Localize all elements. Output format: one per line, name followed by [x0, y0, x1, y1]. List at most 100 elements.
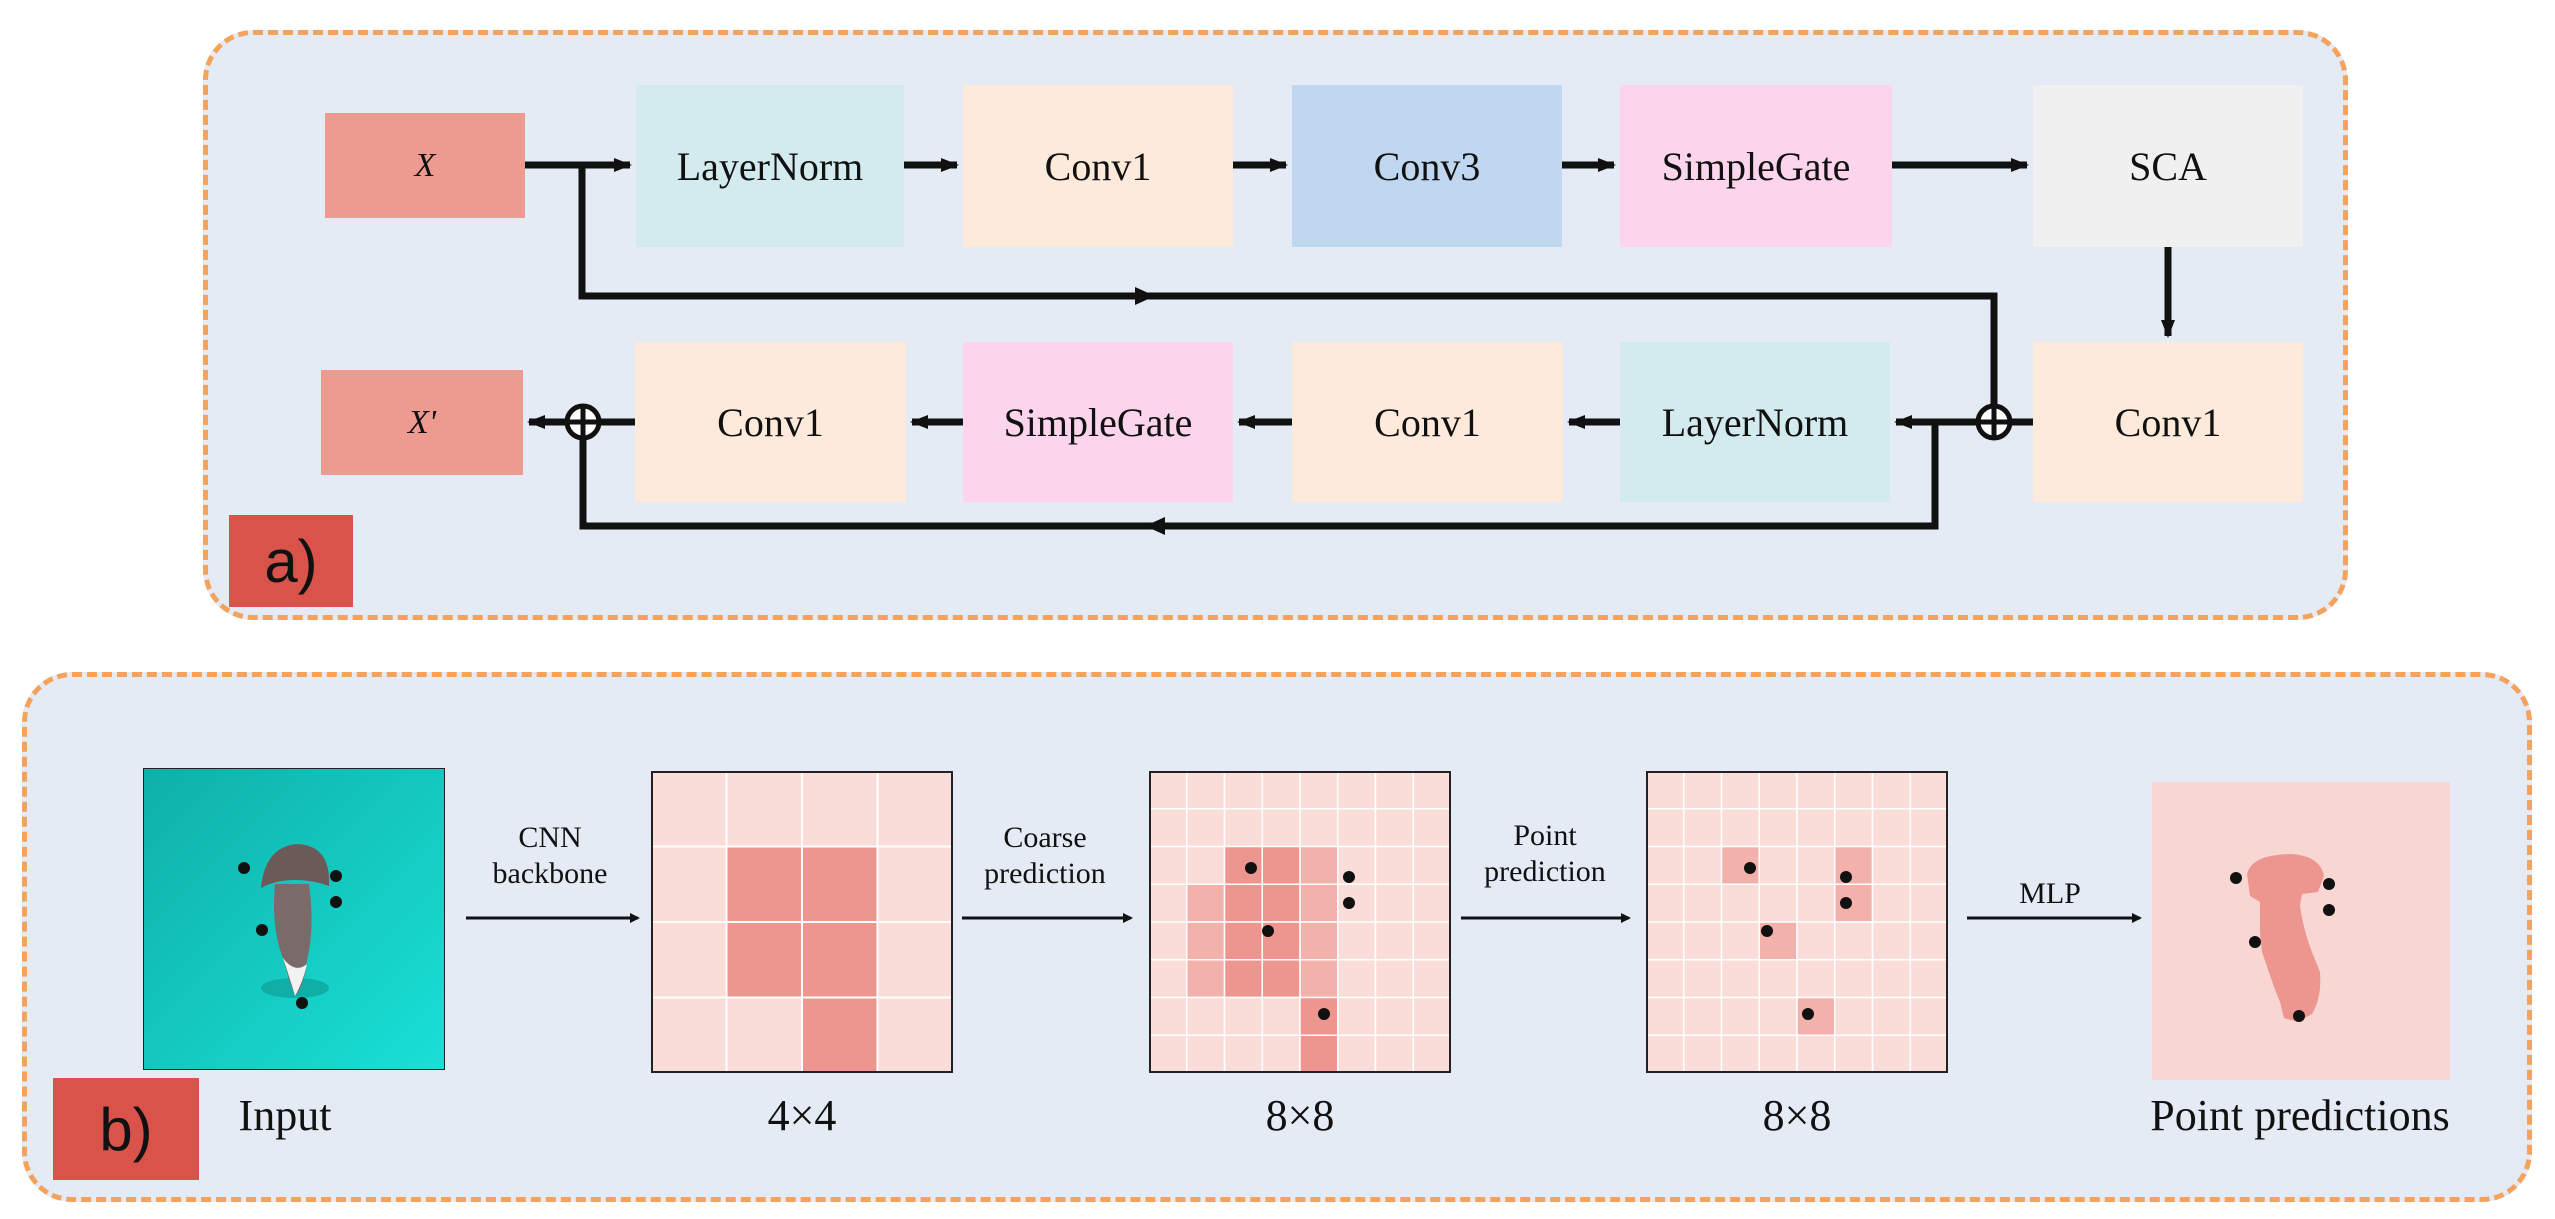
- grid8a-cell: [1223, 883, 1263, 923]
- keypoint: [1840, 897, 1852, 909]
- grid8b-cell: [1909, 808, 1948, 848]
- grid8a-cell: [1299, 959, 1339, 999]
- grid8b-cell: [1834, 959, 1874, 999]
- keypoint: [1802, 1008, 1814, 1020]
- grid8b-cell: [1909, 959, 1948, 999]
- simplegate-label-top: SimpleGate: [1661, 143, 1851, 189]
- label-mlp: MLP: [2019, 877, 2081, 910]
- grid8b-cell: [1720, 921, 1760, 961]
- simplegate-box-top: SimpleGate: [1620, 85, 1892, 247]
- grid8a-cell: [1337, 771, 1377, 810]
- grid8a-cell: [1412, 883, 1451, 923]
- skip-connection-bottom: [579, 422, 1939, 530]
- conv1-label-top: Conv1: [1044, 143, 1152, 189]
- skip-bottom-arrowhead: [1145, 517, 1165, 535]
- grid8b-cell: [1834, 921, 1874, 961]
- grid8a-cell: [1412, 1034, 1451, 1073]
- keypoint: [1744, 862, 1756, 874]
- grid8a-cell: [1149, 808, 1188, 848]
- conv1-box-top: Conv1: [963, 85, 1233, 247]
- point-predictions-image: [2152, 782, 2450, 1080]
- grid8a-cell: [1412, 845, 1451, 885]
- plus-circle-left: [564, 403, 602, 441]
- grid8b-cell: [1720, 1034, 1760, 1073]
- label-point-prediction: Point prediction: [1484, 819, 1606, 888]
- caption-grid4: 4×4: [767, 1091, 837, 1140]
- grid8a-cell: [1149, 883, 1188, 923]
- grid8a-cell: [1186, 1034, 1226, 1073]
- grid8b-cell: [1646, 883, 1685, 923]
- layernorm-box-top: LayerNorm: [636, 85, 904, 247]
- keypoint: [1343, 897, 1355, 909]
- keypoint: [1840, 871, 1852, 883]
- grid8b-cell: [1871, 921, 1911, 961]
- grid8a-cell: [1261, 771, 1301, 810]
- grid8b-cell: [1683, 921, 1723, 961]
- grid4-cell: [876, 771, 953, 848]
- keypoint: [1343, 871, 1355, 883]
- grid8b-cell: [1758, 883, 1798, 923]
- grid8a-cell: [1149, 996, 1188, 1036]
- grid-8x8-point: [1646, 771, 1948, 1073]
- grid8a-cell: [1261, 996, 1301, 1036]
- grid8b-cell: [1646, 996, 1685, 1036]
- grid8b-cell: [1683, 808, 1723, 848]
- caption-grid8a: 8×8: [1265, 1091, 1335, 1140]
- grid8a-cell: [1337, 996, 1377, 1036]
- grid8b-cell: [1909, 996, 1948, 1036]
- skip-connection-top: [578, 165, 1998, 404]
- grid8a-cell: [1299, 771, 1339, 810]
- grid8a-cell: [1223, 1034, 1263, 1073]
- conv1-label-right: Conv1: [2114, 399, 2222, 445]
- grid8b-cell: [1683, 1034, 1723, 1073]
- input-image: [143, 768, 445, 1070]
- grid8b-cell: [1834, 1034, 1874, 1073]
- layernorm-label-bottom: LayerNorm: [1661, 399, 1849, 445]
- grid8b-cell: [1909, 921, 1948, 961]
- output-x-box: X': [321, 370, 523, 475]
- grid8a-cell: [1186, 921, 1226, 961]
- grid8b-cell: [1720, 996, 1760, 1036]
- panel-a-tag: a): [229, 515, 353, 607]
- grid8a-cell: [1374, 959, 1414, 999]
- grid4-cell: [801, 771, 879, 848]
- grid8a-cell: [1337, 959, 1377, 999]
- grid8b-cell: [1834, 771, 1874, 810]
- grid8a-cell: [1299, 808, 1339, 848]
- conv3-label: Conv3: [1373, 143, 1481, 189]
- grid4-cell: [725, 996, 803, 1073]
- simplegate-label-bottom: SimpleGate: [1003, 399, 1193, 445]
- grid8a-cell: [1374, 996, 1414, 1036]
- grid8a-cell: [1261, 808, 1301, 848]
- conv1-label-mid: Conv1: [1374, 399, 1481, 445]
- keypoint: [1262, 925, 1274, 937]
- grid4-cell: [725, 845, 803, 923]
- conv1-box-out: Conv1: [635, 342, 906, 502]
- grid8a-cell: [1261, 1034, 1301, 1073]
- grid8b-cell: [1909, 771, 1948, 810]
- grid8a-cell: [1186, 996, 1226, 1036]
- grid-4x4: [651, 771, 953, 1073]
- keypoint: [1761, 925, 1773, 937]
- grid4-cell: [725, 921, 803, 999]
- grid8b-cell: [1796, 1034, 1836, 1073]
- input-x-box: X: [325, 113, 525, 218]
- plus-circle-right: [1975, 403, 2013, 441]
- grid8b-cell: [1871, 1034, 1911, 1073]
- grid-8x8-coarse: [1149, 771, 1451, 1073]
- simplegate-box-bottom: SimpleGate: [963, 342, 1233, 502]
- output-x-label: X': [407, 403, 437, 441]
- caption-grid8b: 8×8: [1762, 1091, 1832, 1140]
- input-x-label: X: [414, 146, 436, 184]
- grid8b-cell: [1834, 883, 1874, 923]
- sca-label: SCA: [2129, 143, 2207, 189]
- grid8a-cell: [1223, 959, 1263, 999]
- grid4-cell: [801, 845, 879, 923]
- layernorm-box-bottom: LayerNorm: [1620, 342, 1890, 502]
- grid8b-cell: [1871, 883, 1911, 923]
- grid8b-cell: [1909, 1034, 1948, 1073]
- grid8b-cell: [1834, 996, 1874, 1036]
- layernorm-label-top: LayerNorm: [676, 143, 864, 189]
- keypoint: [1318, 1008, 1330, 1020]
